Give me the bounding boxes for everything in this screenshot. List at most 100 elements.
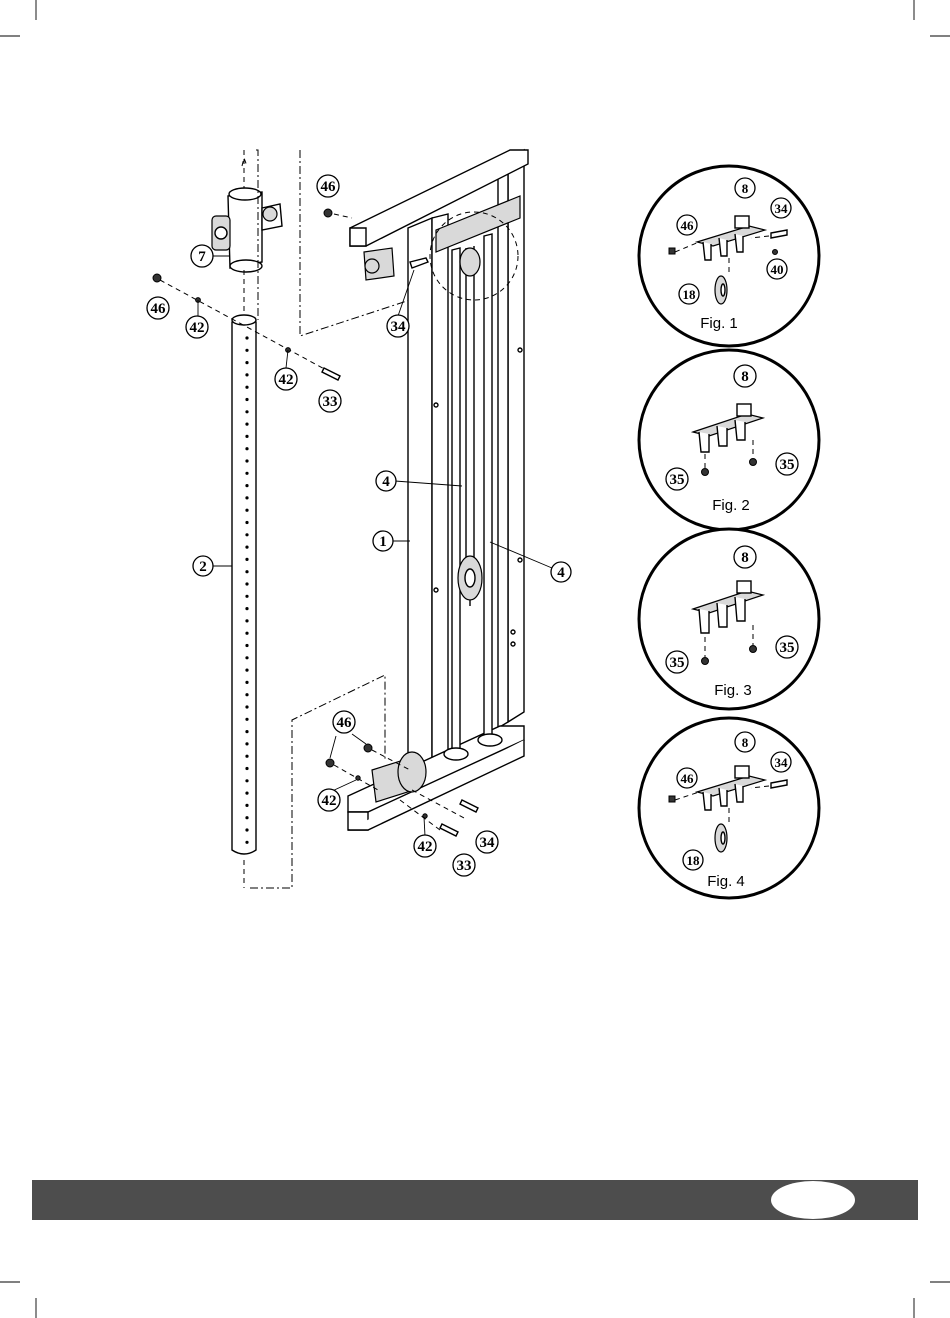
detail-figure-3: 8 35 35 Fig. 3 [639,529,819,709]
tube-hole [245,410,248,413]
callout-46-top: 46 [317,175,339,197]
tube-hole [245,841,248,844]
callout-42-a: 42 [186,316,208,338]
tube-hole [245,730,248,733]
tube-hole [245,816,248,819]
tube-hole [245,373,248,376]
callout-33-top: 33 [319,390,341,412]
svg-text:34: 34 [480,835,496,851]
callout-7: 7 [191,245,213,267]
tube-hole [245,607,248,610]
fig3-callout-35-right: 35 [776,636,798,658]
fig2-callout-35-left: 35 [666,468,688,490]
fig4-callout-34: 34 [771,752,791,772]
tube-hole [245,693,248,696]
tube-hole [245,705,248,708]
tube-hole [245,582,248,585]
fig1-callout-46: 46 [677,215,697,235]
svg-text:42: 42 [190,320,205,336]
svg-text:35: 35 [780,640,795,656]
tube-hole [245,336,248,339]
tube-hole [245,484,248,487]
svg-text:8: 8 [741,550,749,566]
svg-text:35: 35 [670,655,685,671]
tube-hole [245,447,248,450]
tube-hole [245,595,248,598]
tube-hole [245,619,248,622]
tube-hole [245,496,248,499]
svg-text:33: 33 [457,858,472,874]
svg-text:34: 34 [391,319,407,335]
fig4-callout-18: 18 [683,850,703,870]
fig3-callout-35-left: 35 [666,651,688,673]
detail-figure-2: 8 35 35 Fig. 2 [639,350,819,530]
tube-hole [245,386,248,389]
callout-34-bottom: 34 [476,831,498,853]
svg-text:42: 42 [279,372,294,388]
fig4-callout-8: 8 [735,732,755,752]
footer-bar [32,1180,918,1220]
tube-hole [245,546,248,549]
fig4-callout-46: 46 [677,768,697,788]
detail-figure-1: 8 34 46 40 18 Fig. 1 [639,166,819,346]
svg-text:40: 40 [771,262,784,277]
svg-text:18: 18 [683,287,697,302]
tube-hole [245,521,248,524]
fig1-caption: Fig. 1 [700,315,738,332]
fig2-caption: Fig. 2 [712,497,750,514]
tube-hole [245,767,248,770]
fig1-callout-18: 18 [679,284,699,304]
svg-text:35: 35 [670,472,685,488]
fig3-caption: Fig. 3 [714,682,752,699]
callout-34-top: 34 [387,315,409,337]
tube-hole [245,349,248,352]
svg-text:8: 8 [741,369,749,385]
svg-text:42: 42 [418,839,433,855]
tube-hole [245,742,248,745]
svg-text:4: 4 [382,474,390,490]
svg-text:46: 46 [681,218,695,233]
main-assembly-drawing: 46 7 46 42 34 42 33 4 1 2 4 46 42 34 42 … [147,150,571,888]
tube-hole [245,828,248,831]
tube-hole [245,558,248,561]
fig2-callout-8: 8 [734,365,756,387]
callout-4-a: 4 [376,471,396,491]
svg-text:8: 8 [742,735,749,750]
svg-text:34: 34 [775,201,789,216]
callout-46-bottom: 46 [333,711,355,733]
svg-text:46: 46 [337,715,353,731]
svg-text:46: 46 [151,301,167,317]
tube-hole [245,398,248,401]
fig4-caption: Fig. 4 [707,873,745,890]
svg-text:8: 8 [742,181,749,196]
svg-text:42: 42 [322,793,337,809]
callout-33-bottom: 33 [453,854,475,876]
tube-hole [245,779,248,782]
svg-text:2: 2 [199,559,207,575]
tube-hole [245,533,248,536]
fig1-callout-40: 40 [767,259,787,279]
tube-hole [245,656,248,659]
fig3-callout-8: 8 [734,546,756,568]
fig1-callout-34: 34 [771,198,791,218]
tube-hole [245,423,248,426]
tube-hole [245,681,248,684]
svg-text:46: 46 [321,179,337,195]
callout-42-d: 42 [414,835,436,857]
tube-hole [245,361,248,364]
tube-hole [245,644,248,647]
fig2-callout-35-right: 35 [776,453,798,475]
callout-46-left: 46 [147,297,169,319]
svg-text:33: 33 [323,394,338,410]
callout-1: 1 [373,531,393,551]
tube-hole [245,632,248,635]
tube-hole [245,718,248,721]
tube-hole [245,755,248,758]
callout-42-c: 42 [318,789,340,811]
tube-hole [245,459,248,462]
callout-4-b: 4 [551,562,571,582]
tube-hole [245,435,248,438]
carriage [212,188,282,272]
tube-hole [245,669,248,672]
